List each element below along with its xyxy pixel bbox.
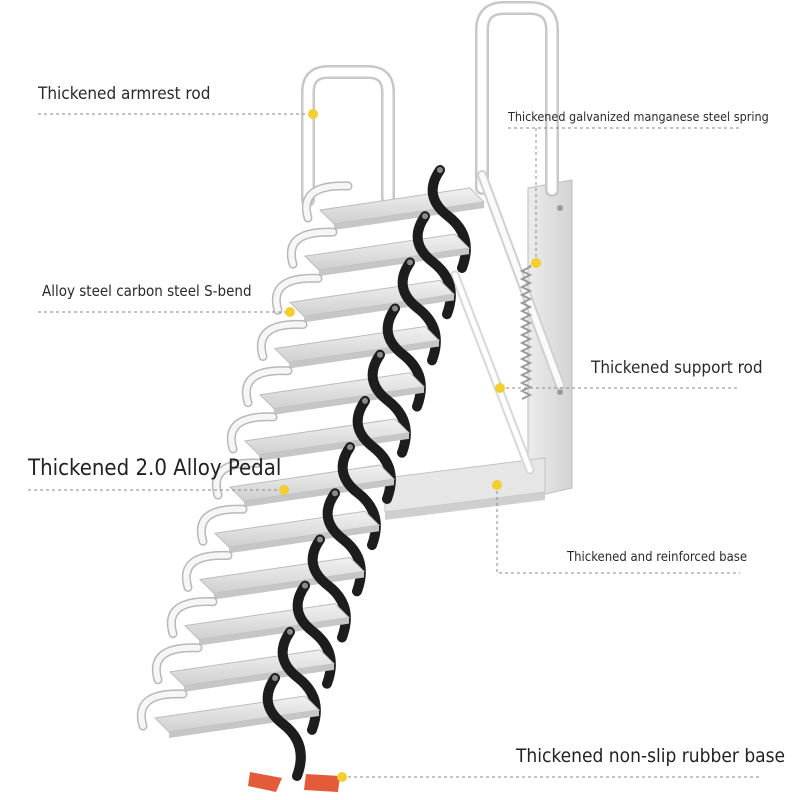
armrest-rods — [301, 1, 559, 207]
label-alloy-pedal: Thickened 2.0 Alloy Pedal — [28, 456, 282, 481]
s-bend-link — [262, 673, 306, 781]
label-reinforced-base: Thickened and reinforced base — [567, 550, 748, 565]
ladder-step — [227, 395, 411, 504]
support-rod — [450, 170, 565, 475]
label-rubber-base: Thickened non-slip rubber base — [516, 745, 786, 767]
label-support-rod: Thickened support rod — [591, 358, 763, 378]
wall-mount-plate — [527, 179, 573, 499]
ladder-step — [287, 211, 471, 320]
spring — [519, 265, 533, 400]
label-spring: Thickened galvanized manganese steel spr… — [508, 109, 769, 124]
ladder-step — [212, 442, 396, 551]
label-s-bend: Alloy steel carbon steel S-bend — [42, 282, 252, 300]
ladder-step — [182, 534, 366, 643]
marker-dots — [279, 109, 541, 782]
ladder-step — [137, 673, 321, 781]
reinforced-base-bracket — [384, 457, 546, 520]
leader-lines — [28, 113, 760, 778]
rubber-feet — [248, 772, 340, 792]
ladder-step — [197, 488, 381, 597]
ladder-steps — [137, 165, 486, 781]
label-armrest-rod: Thickened armrest rod — [38, 84, 211, 104]
